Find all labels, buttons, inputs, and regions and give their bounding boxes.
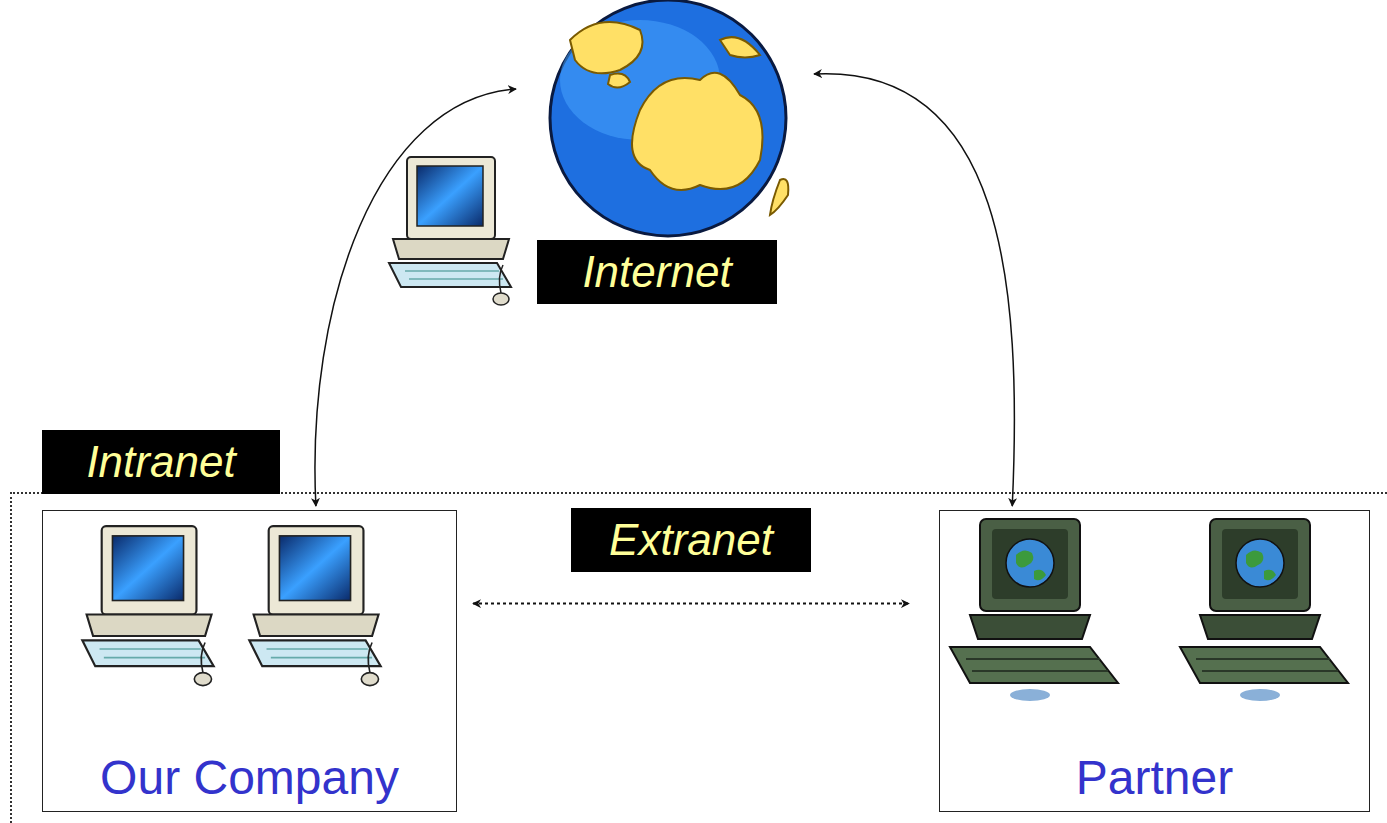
connector-arrow	[315, 89, 516, 506]
partner-box: Partner	[939, 510, 1370, 812]
network-label: Extranet	[571, 508, 811, 572]
network-label: Intranet	[42, 430, 280, 494]
computer-icon	[950, 519, 1118, 701]
company-box: Our Company	[42, 510, 457, 812]
computer-icon	[249, 526, 380, 685]
connector-arrow	[814, 74, 1014, 506]
network-label: Internet	[537, 240, 777, 304]
computer-icon	[1180, 519, 1348, 701]
globe	[550, 0, 788, 236]
internet-globe: Internet	[520, 5, 810, 305]
box-title: Partner	[940, 752, 1369, 805]
box-title: Our Company	[43, 752, 456, 805]
computer-icon	[389, 157, 511, 305]
connector-arrow	[473, 603, 909, 605]
computer-icon	[82, 526, 213, 685]
